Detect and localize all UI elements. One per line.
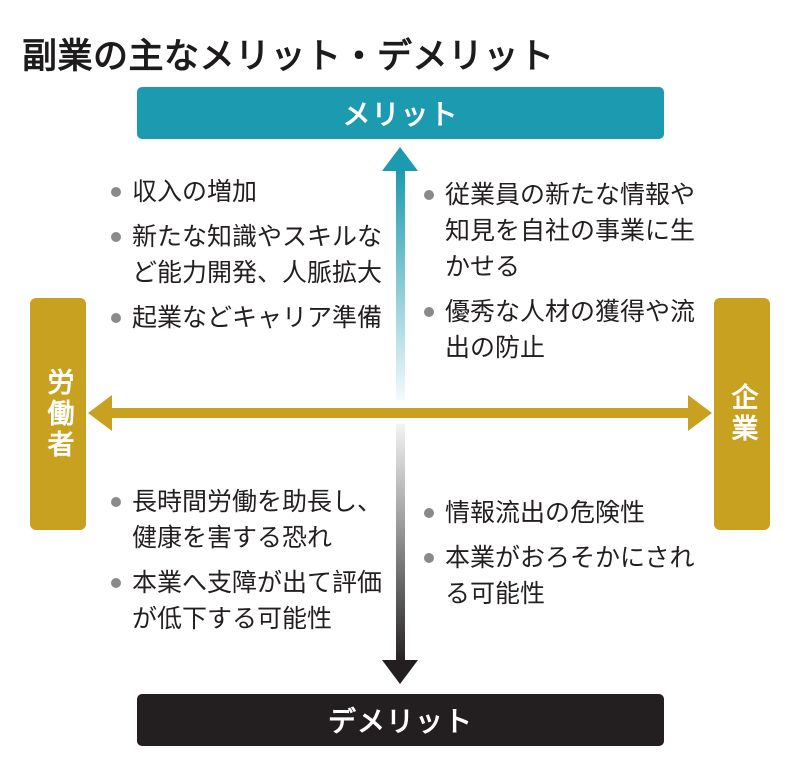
worker-merit-list: 収入の増加 新たな知識やスキルなど能力開発、人脈拡大 起業などキャリア準備	[107, 174, 399, 345]
list-item: 収入の増加	[107, 174, 399, 210]
page-title: 副業の主なメリット・デメリット	[22, 37, 555, 77]
list-item: 起業などキャリア準備	[107, 300, 399, 336]
merit-banner: メリット	[137, 87, 664, 139]
horizontal-axis-arrow	[88, 395, 712, 431]
company-demerit-list: 情報流出の危険性 本業がおろそかにされる可能性	[420, 495, 712, 621]
list-item: 優秀な人材の獲得や流出の防止	[420, 294, 712, 366]
demerit-arrow	[382, 424, 418, 684]
list-item: 情報流出の危険性	[420, 495, 712, 531]
list-item: 従業員の新たな情報や知見を自社の事業に生かせる	[420, 177, 712, 285]
list-item: 本業がおろそかにされる可能性	[420, 540, 712, 612]
company-merit-list: 従業員の新たな情報や知見を自社の事業に生かせる 優秀な人材の獲得や流出の防止	[420, 177, 712, 375]
list-item: 長時間労働を助長し、健康を害する恐れ	[107, 484, 399, 556]
worker-demerit-list: 長時間労働を助長し、健康を害する恐れ 本業へ支障が出て評価が低下する可能性	[107, 484, 399, 646]
demerit-banner: デメリット	[137, 694, 664, 746]
merit-arrow	[382, 147, 418, 400]
list-item: 新たな知識やスキルなど能力開発、人脈拡大	[107, 219, 399, 291]
list-item: 本業へ支障が出て評価が低下する可能性	[107, 565, 399, 637]
worker-label: 労働者	[30, 298, 86, 530]
company-label: 企業	[714, 298, 770, 530]
